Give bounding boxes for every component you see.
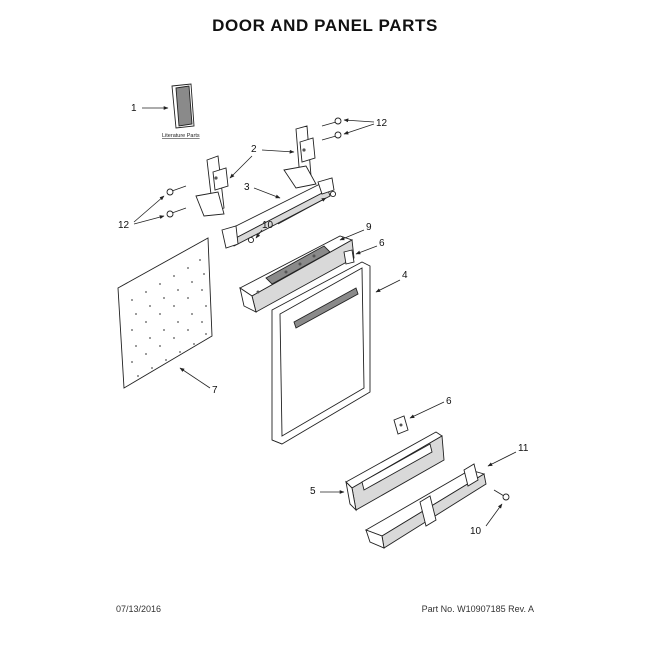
clip-lower [393, 415, 409, 435]
acoustic-panel [117, 237, 213, 389]
bottom-frame [364, 463, 487, 549]
callout-12-left: 12 [118, 220, 130, 231]
callout-10-upper: 10 [262, 220, 274, 231]
callout-9: 9 [366, 222, 372, 233]
rail-screws [247, 190, 337, 244]
callout-10-lower: 10 [470, 526, 482, 537]
left-hinge-bracket [195, 155, 229, 217]
callout-3: 3 [244, 182, 250, 193]
callout-4: 4 [402, 270, 408, 281]
screws-left [166, 185, 187, 218]
door-panel [271, 261, 371, 445]
right-hinge-bracket [283, 125, 317, 189]
literature-booklet: Literature Parts [162, 83, 200, 139]
callout-2: 2 [251, 144, 257, 155]
literature-parts-label: Literature Parts [162, 133, 200, 139]
callout-1: 1 [131, 103, 137, 114]
door-trim [345, 431, 445, 512]
callout-12-top: 12 [376, 118, 388, 129]
control-panel [239, 235, 355, 313]
callout-6-upper: 6 [379, 238, 385, 249]
footer-part-number: Part No. W10907185 Rev. A [421, 604, 534, 614]
lower-screw [493, 489, 510, 501]
screws-top-right [321, 117, 342, 141]
callout-5: 5 [310, 486, 316, 497]
footer-date: 07/13/2016 [116, 604, 162, 614]
page-title: DOOR AND PANEL PARTS [212, 16, 438, 35]
callout-7: 7 [212, 385, 218, 396]
callout-6-lower: 6 [446, 396, 452, 407]
callout-11: 11 [518, 443, 529, 454]
clip-upper [343, 249, 355, 265]
support-rail [221, 177, 335, 249]
